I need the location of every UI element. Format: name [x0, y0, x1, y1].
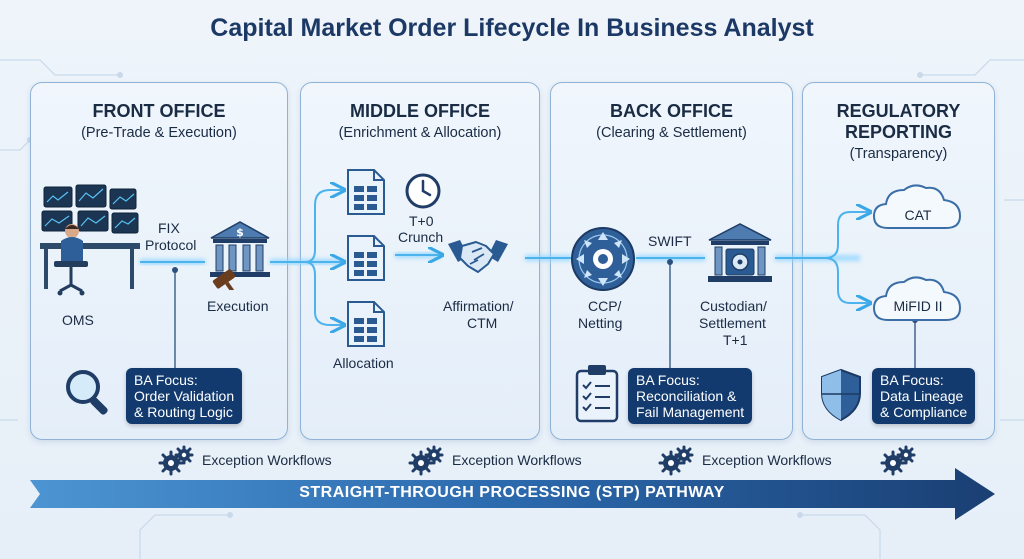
back-office-subtitle: (Clearing & Settlement)	[596, 125, 747, 141]
swift-label: SWIFT	[648, 233, 692, 249]
regulatory-title-line2: REPORTING	[844, 122, 952, 142]
middle-office-subtitle: (Enrichment & Allocation)	[338, 125, 502, 141]
back-ba-line3: Fail Management	[636, 404, 745, 420]
stp-label: STRAIGHT-THROUGH PROCESSING (STP) PATHWA…	[299, 484, 725, 501]
oms-label: OMS	[62, 312, 94, 328]
front-ba-focus-box: BA Focus: Order Validation & Routing Log…	[126, 368, 243, 424]
front-ba-line2: Order Validation	[134, 388, 235, 404]
cat-label: CAT	[904, 207, 932, 223]
document-icon	[347, 235, 385, 281]
reg-ba-line1: BA Focus:	[880, 372, 944, 388]
front-office-title: FRONT OFFICE	[92, 101, 226, 121]
affirmation-label-line2: CTM	[467, 315, 498, 331]
back-ba-line2: Reconciliation &	[636, 388, 737, 404]
magnifier-icon	[66, 370, 108, 415]
gear-icon	[408, 445, 444, 476]
reg-ba-line2: Data Lineage	[880, 388, 964, 404]
custodian-bank-icon	[708, 223, 772, 282]
regulatory-title-line1: REGULATORY	[836, 101, 961, 121]
exception-workflow-3: Exception Workflows	[702, 452, 832, 468]
custodian-to-mifid-connector	[824, 257, 868, 303]
front-office-subtitle: (Pre-Trade & Execution)	[81, 125, 237, 141]
trader-desk-icon	[40, 184, 140, 296]
back-ba-line1: BA Focus:	[636, 372, 700, 388]
gear-icon	[880, 445, 916, 476]
clipboard-checklist-icon	[575, 365, 619, 423]
t0-label-line1: T+0	[409, 213, 434, 229]
gear-icon	[158, 445, 194, 476]
gear-icon	[658, 445, 694, 476]
reg-ba-focus-box: BA Focus: Data Lineage & Compliance	[872, 368, 976, 424]
back-ba-focus-box: BA Focus: Reconciliation & Fail Manageme…	[628, 368, 753, 424]
t0-label-line2: Crunch	[398, 229, 444, 245]
ccp-label-line2: Netting	[578, 315, 623, 331]
custodian-label-line1: Custodian/	[700, 298, 767, 314]
middle-office-title: MIDDLE OFFICE	[350, 101, 490, 121]
custodian-to-cat-connector	[775, 212, 868, 259]
bank-gavel-icon: $	[210, 221, 270, 290]
ccp-hub-icon	[571, 227, 635, 291]
custodian-label-line2: Settlement	[699, 315, 766, 331]
reg-ba-line3: & Compliance	[880, 404, 968, 420]
cloud-icon	[872, 276, 962, 321]
exception-workflow-1: Exception Workflows	[202, 452, 332, 468]
fix-label-line2: Protocol	[145, 237, 197, 253]
execution-to-doc3-connector	[304, 261, 342, 325]
ccp-label-line1: CCP/	[588, 298, 622, 314]
affirmation-label-line1: Affirmation/	[443, 298, 514, 314]
svg-text:$: $	[236, 226, 244, 239]
document-icon	[347, 169, 385, 215]
exception-workflow-2: Exception Workflows	[452, 452, 582, 468]
fix-label-line1: FIX	[158, 220, 180, 236]
stp-arrow	[30, 468, 995, 520]
shield-icon	[821, 368, 861, 422]
document-icon	[347, 301, 385, 347]
execution-to-doc1-connector	[270, 190, 342, 263]
front-ba-line3: & Routing Logic	[134, 404, 233, 420]
regulatory-subtitle: (Transparency)	[849, 146, 948, 162]
allocation-label: Allocation	[333, 355, 394, 371]
page-title: Capital Market Order Lifecycle In Busine…	[210, 14, 814, 42]
custodian-label-line3: T+1	[723, 332, 748, 348]
clock-icon	[405, 173, 441, 209]
execution-label: Execution	[207, 298, 269, 314]
cloud-icon	[872, 184, 962, 229]
front-ba-line1: BA Focus:	[134, 372, 198, 388]
back-office-title: BACK OFFICE	[610, 101, 733, 121]
mifid-label: MiFID II	[893, 298, 943, 314]
handshake-icon	[448, 240, 508, 273]
